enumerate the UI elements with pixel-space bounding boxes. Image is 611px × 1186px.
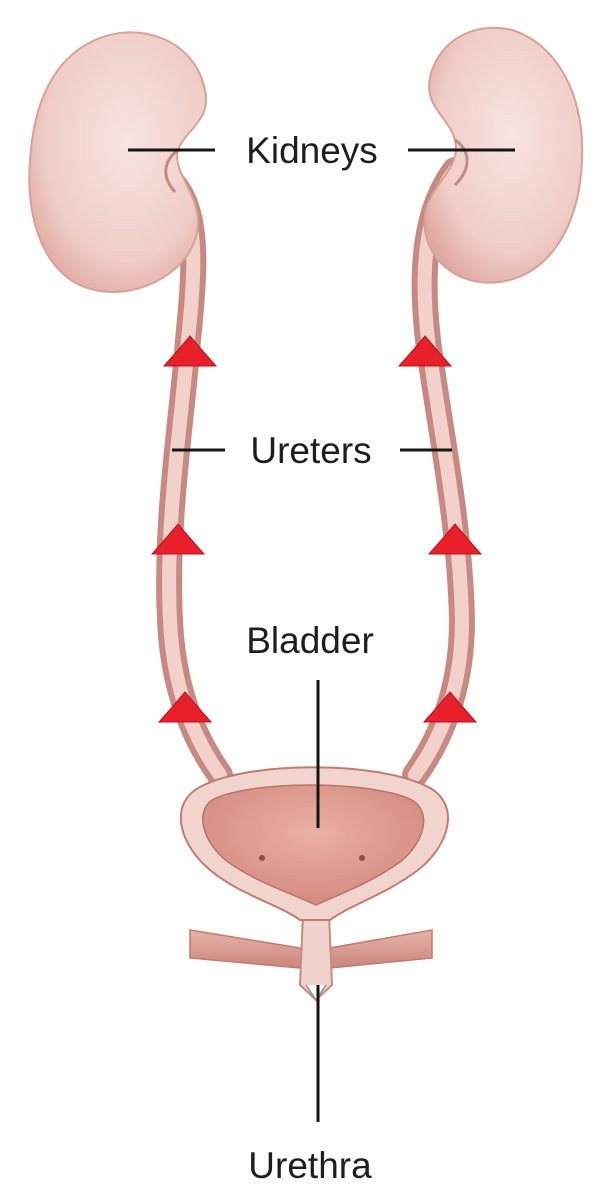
red-arrow-up-icon: [429, 524, 481, 554]
left-kidney: [29, 32, 206, 292]
bladder: [181, 767, 448, 920]
red-arrow-up-icon: [424, 692, 476, 722]
bladder-label: Bladder: [246, 620, 374, 661]
red-arrow-up-icon: [164, 336, 216, 366]
urethra-label: Urethra: [248, 1145, 372, 1186]
left-ureter: [169, 180, 220, 775]
right-kidney: [425, 28, 583, 283]
red-arrow-up-icon: [159, 692, 211, 722]
kidneys-label: Kidneys: [246, 130, 378, 171]
red-arrow-up-icon: [399, 336, 451, 366]
ureters-label: Ureters: [250, 430, 371, 471]
